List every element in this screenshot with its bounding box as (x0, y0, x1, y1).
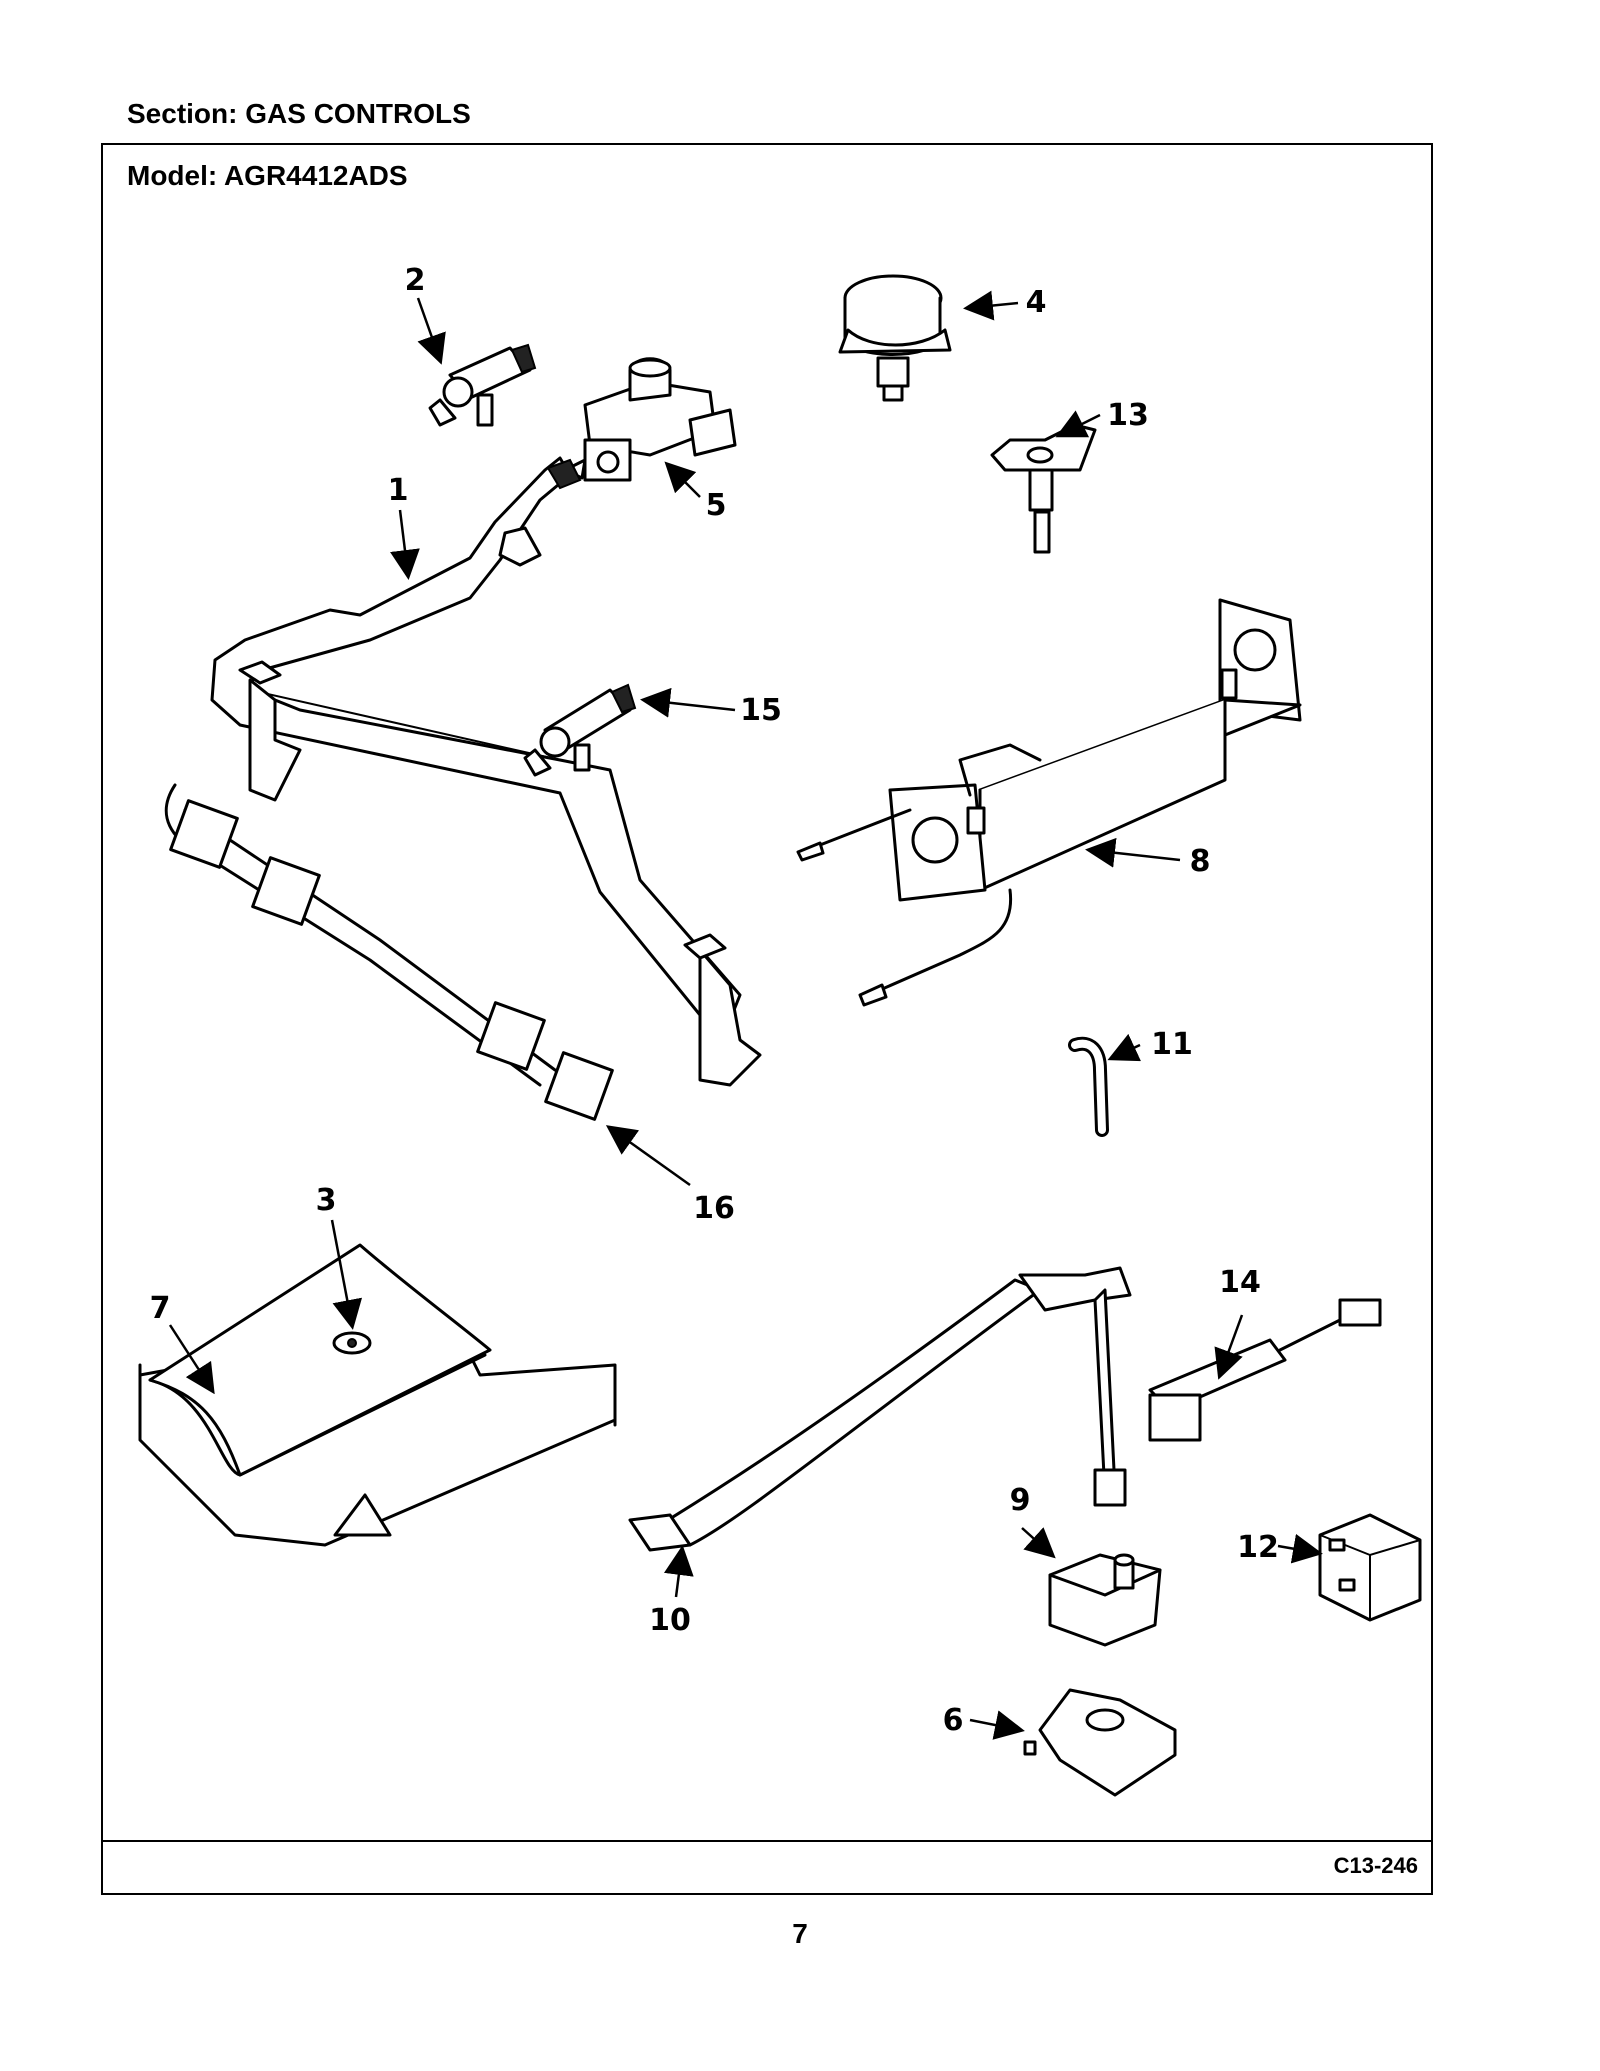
part-11-tube (1068, 1036, 1109, 1137)
part-7-heat-shield (138, 1243, 617, 1547)
leader-10 (663, 1545, 694, 1598)
part-1-manifold (210, 456, 762, 1087)
callout-3: 3 (316, 1183, 337, 1218)
part-4-cap (838, 274, 952, 402)
part-10-burner (628, 1266, 1132, 1552)
callout-10: 10 (649, 1603, 691, 1638)
part-12-module (1318, 1513, 1422, 1622)
leader-15 (640, 687, 736, 718)
part-2-valve (428, 343, 537, 427)
section-title: Section: GAS CONTROLS (127, 98, 471, 129)
leader-1 (390, 509, 420, 580)
leader-13 (1055, 410, 1101, 438)
page-number: 7 (792, 1918, 808, 1949)
part-8-burner-assembly (796, 598, 1302, 1007)
leader-11 (1107, 1033, 1141, 1062)
leader-12 (1277, 1533, 1323, 1564)
leader-3 (330, 1219, 363, 1330)
leader-8 (1085, 837, 1181, 868)
callout-1: 1 (388, 473, 409, 508)
callout-5: 5 (706, 488, 727, 523)
callout-8: 8 (1190, 844, 1211, 879)
callout-14: 14 (1219, 1265, 1261, 1300)
callout-6: 6 (943, 1703, 964, 1738)
part-14-ignitor (1148, 1298, 1382, 1442)
part-13-electrode (990, 423, 1097, 554)
leader-4 (963, 290, 1019, 321)
leader-2 (416, 297, 446, 365)
callout-13: 13 (1107, 398, 1149, 433)
leader-14 (1214, 1314, 1244, 1380)
part-15-valve (523, 683, 637, 777)
callout-4: 4 (1026, 285, 1047, 320)
diagram-frame (101, 143, 1433, 1895)
part-9-switch (1048, 1553, 1162, 1647)
leader-6 (969, 1710, 1025, 1740)
model-title: Model: AGR4412ADS (127, 160, 408, 191)
leader-5 (664, 461, 701, 498)
callout-16: 16 (693, 1191, 735, 1226)
part-3-wing-nut (332, 1331, 372, 1355)
callout-11: 11 (1151, 1027, 1193, 1062)
callout-9: 9 (1010, 1483, 1031, 1518)
footer-divider (101, 1840, 1433, 1842)
callout-12: 12 (1237, 1530, 1279, 1565)
callout-2: 2 (405, 263, 426, 298)
callout-7: 7 (150, 1291, 171, 1326)
part-6-bracket (1023, 1688, 1177, 1797)
leader-9 (1021, 1527, 1056, 1559)
part-5-regulator (583, 357, 737, 482)
part-16-ignitor-harness (164, 783, 614, 1121)
document-code: C13-246 (1333, 1853, 1418, 1878)
callout-15: 15 (740, 693, 782, 728)
leader-7 (168, 1324, 215, 1395)
leader-16 (605, 1125, 691, 1187)
